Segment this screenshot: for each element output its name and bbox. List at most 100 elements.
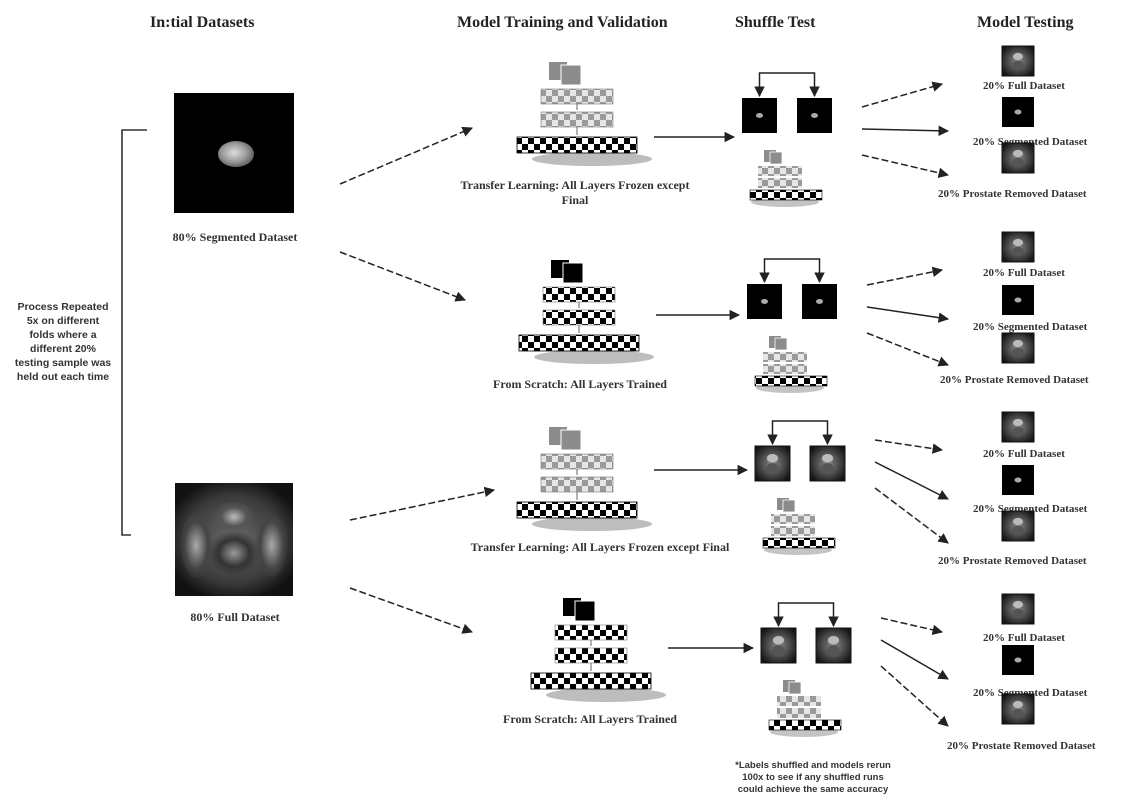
test-label-full-row-2: 20% Full Dataset	[983, 267, 1065, 279]
test-thumb-removed-row-3-organ	[1012, 525, 1024, 536]
cnn-diagram-row-2	[518, 260, 654, 364]
shuffle-cnn-layer	[758, 166, 802, 176]
test-label-removed-row-4: 20% Prostate Removed Dataset	[947, 740, 1096, 752]
shuffle-cnn-top-block	[774, 337, 788, 351]
cnn-layer-mid	[540, 88, 614, 105]
shuffle-image-right-row-4-organ	[827, 636, 840, 645]
arrow-to-test-removed-row-3	[874, 487, 949, 544]
test-label-full-row-4: 20% Full Dataset	[983, 632, 1065, 644]
cnn-layer-bottom	[518, 334, 640, 352]
cnn-diagram-row-4	[530, 598, 666, 702]
full-dataset-label: 80% Full Dataset	[190, 610, 280, 624]
shuffle-image-left-row-3-organ	[766, 463, 779, 475]
test-thumb-full-row-4-organ	[1012, 608, 1024, 619]
shuffle-cnn-layer	[777, 696, 821, 706]
shuffle-swap-arrow-row-3	[767, 420, 833, 446]
model-label-row-4: From Scratch: All Layers Trained	[503, 712, 677, 726]
shuffle-image-right-row-4-organ	[827, 645, 840, 657]
test-thumb-full-row-3-organ	[1012, 426, 1024, 437]
test-label-seg-row-2: 20% Segmented Dataset	[973, 321, 1088, 333]
test-thumb-full-row-2-organ	[1012, 246, 1024, 257]
test-thumb-removed-row-1-organ	[1012, 157, 1024, 168]
segmented-dataset-image	[174, 93, 294, 213]
cnn-layer-bottom	[516, 501, 638, 519]
shuffle-image-left-row-3-organ	[766, 454, 779, 463]
header-model-training: Model Training and Validation	[457, 14, 668, 31]
shuffle-cnn-layer	[763, 364, 807, 374]
test-label-removed-row-3: 20% Prostate Removed Dataset	[938, 555, 1087, 567]
shuffle-cnn-row-3	[762, 498, 836, 555]
header-model-testing: Model Testing	[977, 14, 1074, 31]
cnn-layer-mid	[540, 476, 614, 493]
test-thumb-removed-row-2-organ	[1012, 347, 1024, 358]
cnn-top-block	[574, 600, 596, 622]
prostate-blob	[218, 141, 254, 167]
cnn-layer-mid	[540, 453, 614, 470]
test-thumb-seg-row-3-blob	[1014, 477, 1022, 483]
cnn-layer-mid	[554, 624, 628, 641]
shuffle-cnn-layer	[763, 352, 807, 362]
arrow-full-to-row-4	[349, 587, 473, 634]
segmented-dataset-label: 80% Segmented Dataset	[172, 230, 298, 244]
arrow-to-test-seg-row-1	[861, 125, 950, 137]
cnn-top-block	[560, 429, 582, 451]
shuffle-image-left-row-2-blob	[761, 299, 768, 304]
header-initial-datasets: In:tial Datasets	[150, 14, 255, 31]
shuffle-cnn-layer-bottom	[754, 375, 828, 387]
test-thumb-removed-row-3	[1001, 510, 1035, 542]
arrow-to-test-seg-row-3	[874, 461, 949, 500]
shuffle-swap-arrow-row-4	[773, 602, 839, 628]
cnn-diagram-row-1	[516, 62, 652, 166]
shuffle-image-right-row-3-organ	[821, 454, 834, 463]
shuffle-cnn-layer	[771, 526, 815, 536]
cnn-shadow	[534, 350, 654, 364]
shuffle-swap-arrow-row-2	[759, 258, 825, 284]
shuffle-cnn-layer-bottom	[768, 719, 842, 731]
cnn-top-block	[562, 262, 584, 284]
test-thumb-full-row-1-organ	[1012, 60, 1024, 71]
arrow-to-test-seg-row-2	[866, 306, 950, 323]
arrow-seg-to-row-1	[339, 126, 473, 185]
repeat-process-note: Process Repeated 5x on different folds w…	[14, 301, 112, 383]
arrow-to-test-full-row-2	[866, 266, 944, 286]
test-thumb-removed-row-2-organ	[1012, 339, 1024, 348]
shuffle-image-right-row-3-organ	[821, 463, 834, 475]
test-thumb-seg-row-1-blob	[1014, 109, 1022, 115]
model-label-row-1: Transfer Learning: All Layers Frozen exc…	[460, 178, 690, 207]
fold-bracket	[121, 129, 147, 536]
test-thumb-seg-row-2-blob	[1014, 297, 1022, 303]
shuffle-cnn-row-2	[754, 336, 828, 393]
cnn-diagram-row-3	[516, 427, 652, 531]
arrow-to-test-full-row-4	[880, 617, 944, 636]
arrow-to-test-full-row-1	[861, 81, 944, 108]
arrow-seg-to-row-2	[339, 251, 466, 302]
test-thumb-removed-row-4-organ	[1012, 700, 1024, 709]
shuffle-image-left-row-4-organ	[772, 645, 785, 657]
shuffle-cnn-layer-bottom	[749, 189, 823, 201]
cnn-layer-mid	[554, 647, 628, 664]
shuffle-footnote: *Labels shuffled and models rerun 100x t…	[735, 760, 891, 795]
shuffle-cnn-top-block	[782, 499, 796, 513]
shuffle-cnn-layer-bottom	[762, 537, 836, 549]
test-thumb-removed-row-3-organ	[1012, 517, 1024, 526]
cnn-shadow	[532, 517, 652, 531]
arrow-to-test-removed-row-4	[880, 665, 949, 727]
test-label-full-row-1: 20% Full Dataset	[983, 80, 1065, 92]
arrow-to-test-full-row-3	[874, 439, 944, 454]
arrow-to-test-seg-row-4	[880, 639, 949, 680]
cnn-layer-mid	[540, 111, 614, 128]
shuffle-swap-arrow-row-1	[754, 72, 820, 98]
shuffle-image-right-row-2-blob	[816, 299, 823, 304]
cnn-shadow	[532, 152, 652, 166]
shuffle-image-left-row-1-blob	[756, 113, 763, 118]
test-thumb-full-row-3-organ	[1012, 418, 1024, 427]
test-thumb-removed-row-4-organ	[1012, 708, 1024, 719]
test-thumb-removed-row-4	[1001, 693, 1035, 725]
cnn-layer-mid	[542, 286, 616, 303]
shuffle-cnn-layer	[777, 708, 821, 718]
shuffle-cnn-top-block	[769, 151, 783, 165]
shuffle-image-left-row-4-organ	[772, 636, 785, 645]
model-label-row-2: From Scratch: All Layers Trained	[493, 377, 667, 391]
